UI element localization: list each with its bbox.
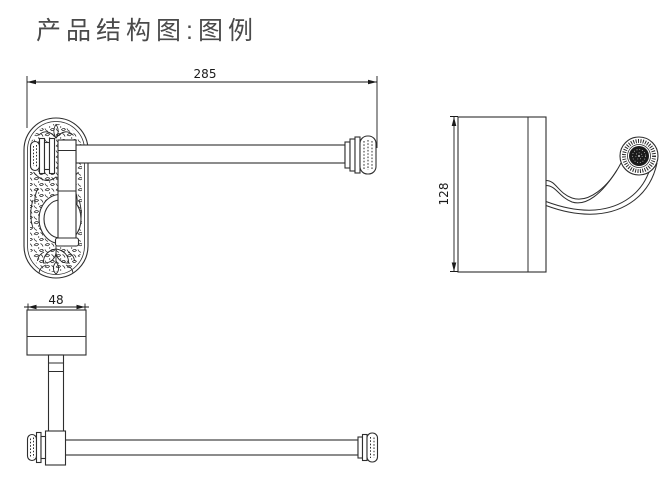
dimension-48-label: 48 bbox=[48, 293, 63, 307]
end-cap-right-bottom bbox=[357, 432, 379, 463]
cap-ring bbox=[40, 435, 47, 460]
bar-end-knob bbox=[619, 136, 659, 176]
dimension-285-label: 285 bbox=[194, 67, 217, 81]
page-title: 产品结构图:图例 bbox=[36, 17, 258, 45]
hook-arm bbox=[545, 162, 658, 215]
cap-dome bbox=[26, 433, 38, 462]
backplate-side-outline bbox=[457, 116, 547, 273]
flourish-bud-bottom bbox=[52, 261, 60, 275]
cap-ring bbox=[357, 436, 364, 459]
cap-ring bbox=[349, 138, 356, 172]
post-body bbox=[57, 139, 77, 245]
cap-dome bbox=[366, 432, 379, 463]
knob-stipple-ring bbox=[622, 139, 656, 173]
cap-ring bbox=[48, 137, 56, 175]
cap-dome bbox=[359, 135, 377, 175]
arrow-left bbox=[27, 79, 36, 85]
dimension-128-label: 128 bbox=[437, 183, 451, 206]
cap-dome-texture bbox=[363, 140, 373, 170]
arrow-up bbox=[451, 117, 457, 126]
stem-collar-lines bbox=[48, 362, 64, 372]
front-view: 285 bbox=[23, 67, 378, 279]
post-foot bbox=[54, 237, 80, 247]
flourish-leaf-left bbox=[43, 248, 57, 264]
bottom-view: 48 bbox=[24, 293, 379, 466]
cap-ring bbox=[344, 141, 351, 169]
knob-center-dot bbox=[638, 155, 640, 157]
towel-bar-bottom bbox=[26, 430, 379, 466]
cap-dome bbox=[29, 140, 41, 172]
side-view: 128 bbox=[437, 116, 659, 273]
arrow-left bbox=[28, 304, 37, 310]
bar-bottom bbox=[59, 439, 359, 456]
post-joint-lines bbox=[58, 150, 76, 192]
cap-dome-texture bbox=[370, 437, 375, 458]
backplate-side bbox=[457, 116, 547, 273]
cap-ring bbox=[361, 433, 368, 462]
cap-ring bbox=[354, 136, 361, 174]
cap-ring bbox=[35, 431, 42, 464]
flourish-curls-bottom bbox=[38, 264, 74, 274]
end-cap-left-bottom bbox=[26, 431, 47, 464]
bar-front bbox=[75, 144, 346, 164]
arrow-right bbox=[368, 79, 377, 85]
flourish-curls-lower-mid bbox=[37, 251, 75, 262]
hook-arm-lower-outline bbox=[545, 162, 658, 215]
dimension-285: 285 bbox=[26, 67, 378, 148]
cap-dome-texture bbox=[33, 145, 37, 167]
knob-speckle-ring bbox=[632, 149, 646, 163]
end-cap-left-front bbox=[29, 137, 56, 175]
cap-dome-texture bbox=[30, 437, 34, 458]
flourish-curls-top bbox=[38, 131, 74, 139]
arrow-right bbox=[76, 304, 85, 310]
hook-arm-upper-inner bbox=[545, 169, 618, 204]
cap-ring bbox=[38, 137, 46, 175]
stem-body bbox=[47, 354, 65, 441]
backplate-bottom-outline bbox=[26, 309, 87, 356]
dimension-128: 128 bbox=[437, 116, 458, 272]
arrow-down bbox=[451, 262, 457, 272]
knob-speckle-ring bbox=[635, 152, 643, 160]
backplate-bottom bbox=[26, 309, 87, 356]
stem-joint-collar bbox=[44, 430, 67, 466]
mounting-post bbox=[54, 139, 80, 247]
filigree-bottom-flourish bbox=[37, 246, 75, 275]
dimension-128-lines bbox=[450, 116, 458, 272]
cap-ring bbox=[43, 141, 51, 171]
stem-bottom bbox=[47, 354, 65, 441]
hook-arm-lower-inner bbox=[545, 164, 652, 211]
end-cap-right-front bbox=[344, 135, 377, 175]
flourish-leaf-right bbox=[55, 248, 69, 264]
dimension-285-lines bbox=[26, 76, 378, 148]
dimension-48: 48 bbox=[24, 293, 89, 310]
towel-bar-front bbox=[75, 135, 377, 175]
